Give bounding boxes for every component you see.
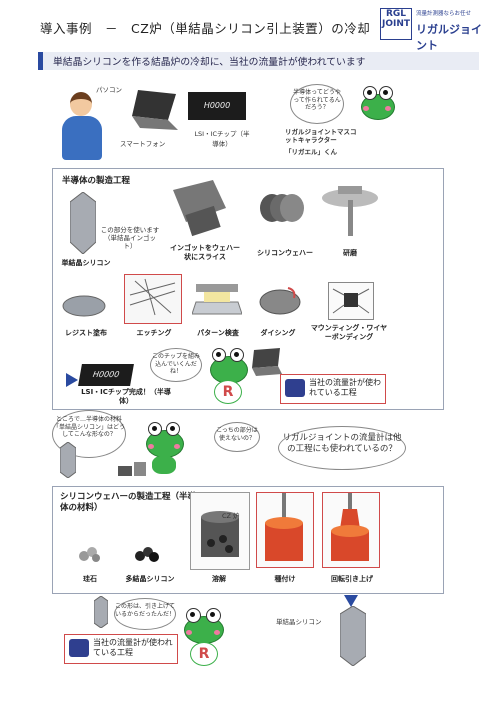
frog-mascot [355,80,399,130]
flowmeter-callout-semi: 当社の流量計が使われている工程 [280,374,386,404]
quartz-stone [78,546,102,562]
logo-company-name: リガルジョイント [416,23,482,52]
wafer-section-title: シリコンウェハーの製造工程（半導体の材料） [60,492,197,513]
step-single-crystal: 単結晶シリコン [61,259,111,267]
chip-text: H0000 [203,101,231,110]
step-wafer: シリコンウェハー [257,249,313,257]
product-label: 単結晶シリコン [276,618,322,626]
step-melt: 溶解 [212,575,226,583]
crystal-pieces [118,460,148,480]
pc-label: パソコン [96,86,122,94]
flowmeter-callout-text: 当社の流量計が使われている工程 [309,378,381,397]
semiconductor-section-title: 半導体の製造工程 [62,176,131,186]
bonding-chip [328,282,374,320]
step-polysilicon: 多結晶シリコン [125,575,175,583]
step-slice: インゴットをウェハー状にスライス [170,244,240,261]
chip-complete-label: LSI・ICチップ完成！（半導体） [81,388,171,405]
ingot-bottom-icon [93,595,109,629]
step-dicing: ダイシング [260,329,296,337]
frog-with-laptop: R [200,344,282,404]
dicing-wafer [258,286,302,316]
mascot-name: 「リガエル」くん [285,148,337,156]
flowmeter-callout-text-bottom: 当社の流量計が使われている工程 [93,638,173,657]
arrow-icon [66,372,78,387]
slicer-illustration [168,180,228,240]
ingot-icon [69,191,97,255]
question-other-process: リガルジョイントの流量計は他の工程にも使われているの？ [278,426,406,470]
question-part-bubble: こっちの部分は使えないの？ [214,422,260,452]
phone-label: スマートフォン [120,140,166,148]
final-ingot [339,605,367,667]
resist-wafer [62,294,106,318]
wafer-stack [258,192,304,224]
cz-furnace-melt [190,492,250,570]
banner-text: 単結晶シリコンを作る結晶炉の冷却に、当社の流量計が使われています [53,57,366,68]
step-seed: 種付け [274,575,296,583]
flowmeter-icon [285,379,305,397]
finished-chip: H0000 [78,364,134,386]
polishing-machine [320,182,380,238]
laptop-icon [130,88,180,133]
cz-label: CZ 炉 [222,512,240,520]
frog-bubble-shape: この形は、引き上げているからだったんだ！ [114,598,176,630]
frog-bubble-chip: このチップを組み込んでいくんだね！ [150,348,202,382]
step-resist: レジスト塗布 [65,329,107,337]
cz-furnace-pull [322,492,380,568]
etching-box [124,274,182,324]
ingot-note: この部分を使います（単結晶インゴット） [100,226,160,250]
chip-caption: LSI・ICチップ（半導体） [194,130,250,148]
ingot-small-icon [59,441,77,479]
logo-tagline: 流量計測器ならお任せ [416,11,472,17]
down-arrow-icon [344,592,358,607]
frog-bottom: R [178,604,228,668]
step-bonding: マウンティング・ワイヤーボンディング [310,324,388,341]
pattern-inspection [191,282,243,318]
polysilicon [134,546,160,562]
mascot-caption: リガルジョイントマスコットキャラクター [285,128,357,144]
person-illustration [62,92,102,162]
step-quartz: 珪石 [83,575,97,583]
logo-mark: RGL JOINT [380,8,412,40]
step-inspection: パターン検査 [197,329,239,337]
step-polish: 研磨 [343,249,357,257]
page-title: 導入事例 － CZ炉（単結晶シリコン引上装置）の冷却 [40,21,371,36]
flowmeter-callout-wafer: 当社の流量計が使われている工程 [64,634,178,664]
chip-image: H0000 [188,92,246,120]
intro-banner: 単結晶シリコンを作る結晶炉の冷却に、当社の流量計が使われています [38,52,479,70]
step-etching: エッチング [136,329,172,337]
question-bubble: 半導体ってどうやって作られてるんだろう？ [290,84,344,124]
cz-furnace-seed [256,492,314,568]
frog-thinking [140,418,188,474]
step-pull: 回転引き上げ [331,575,373,583]
flowmeter-icon-bottom [69,639,89,657]
company-logo: RGL JOINT 流量計測器ならお任せ リガルジョイント [380,6,492,52]
